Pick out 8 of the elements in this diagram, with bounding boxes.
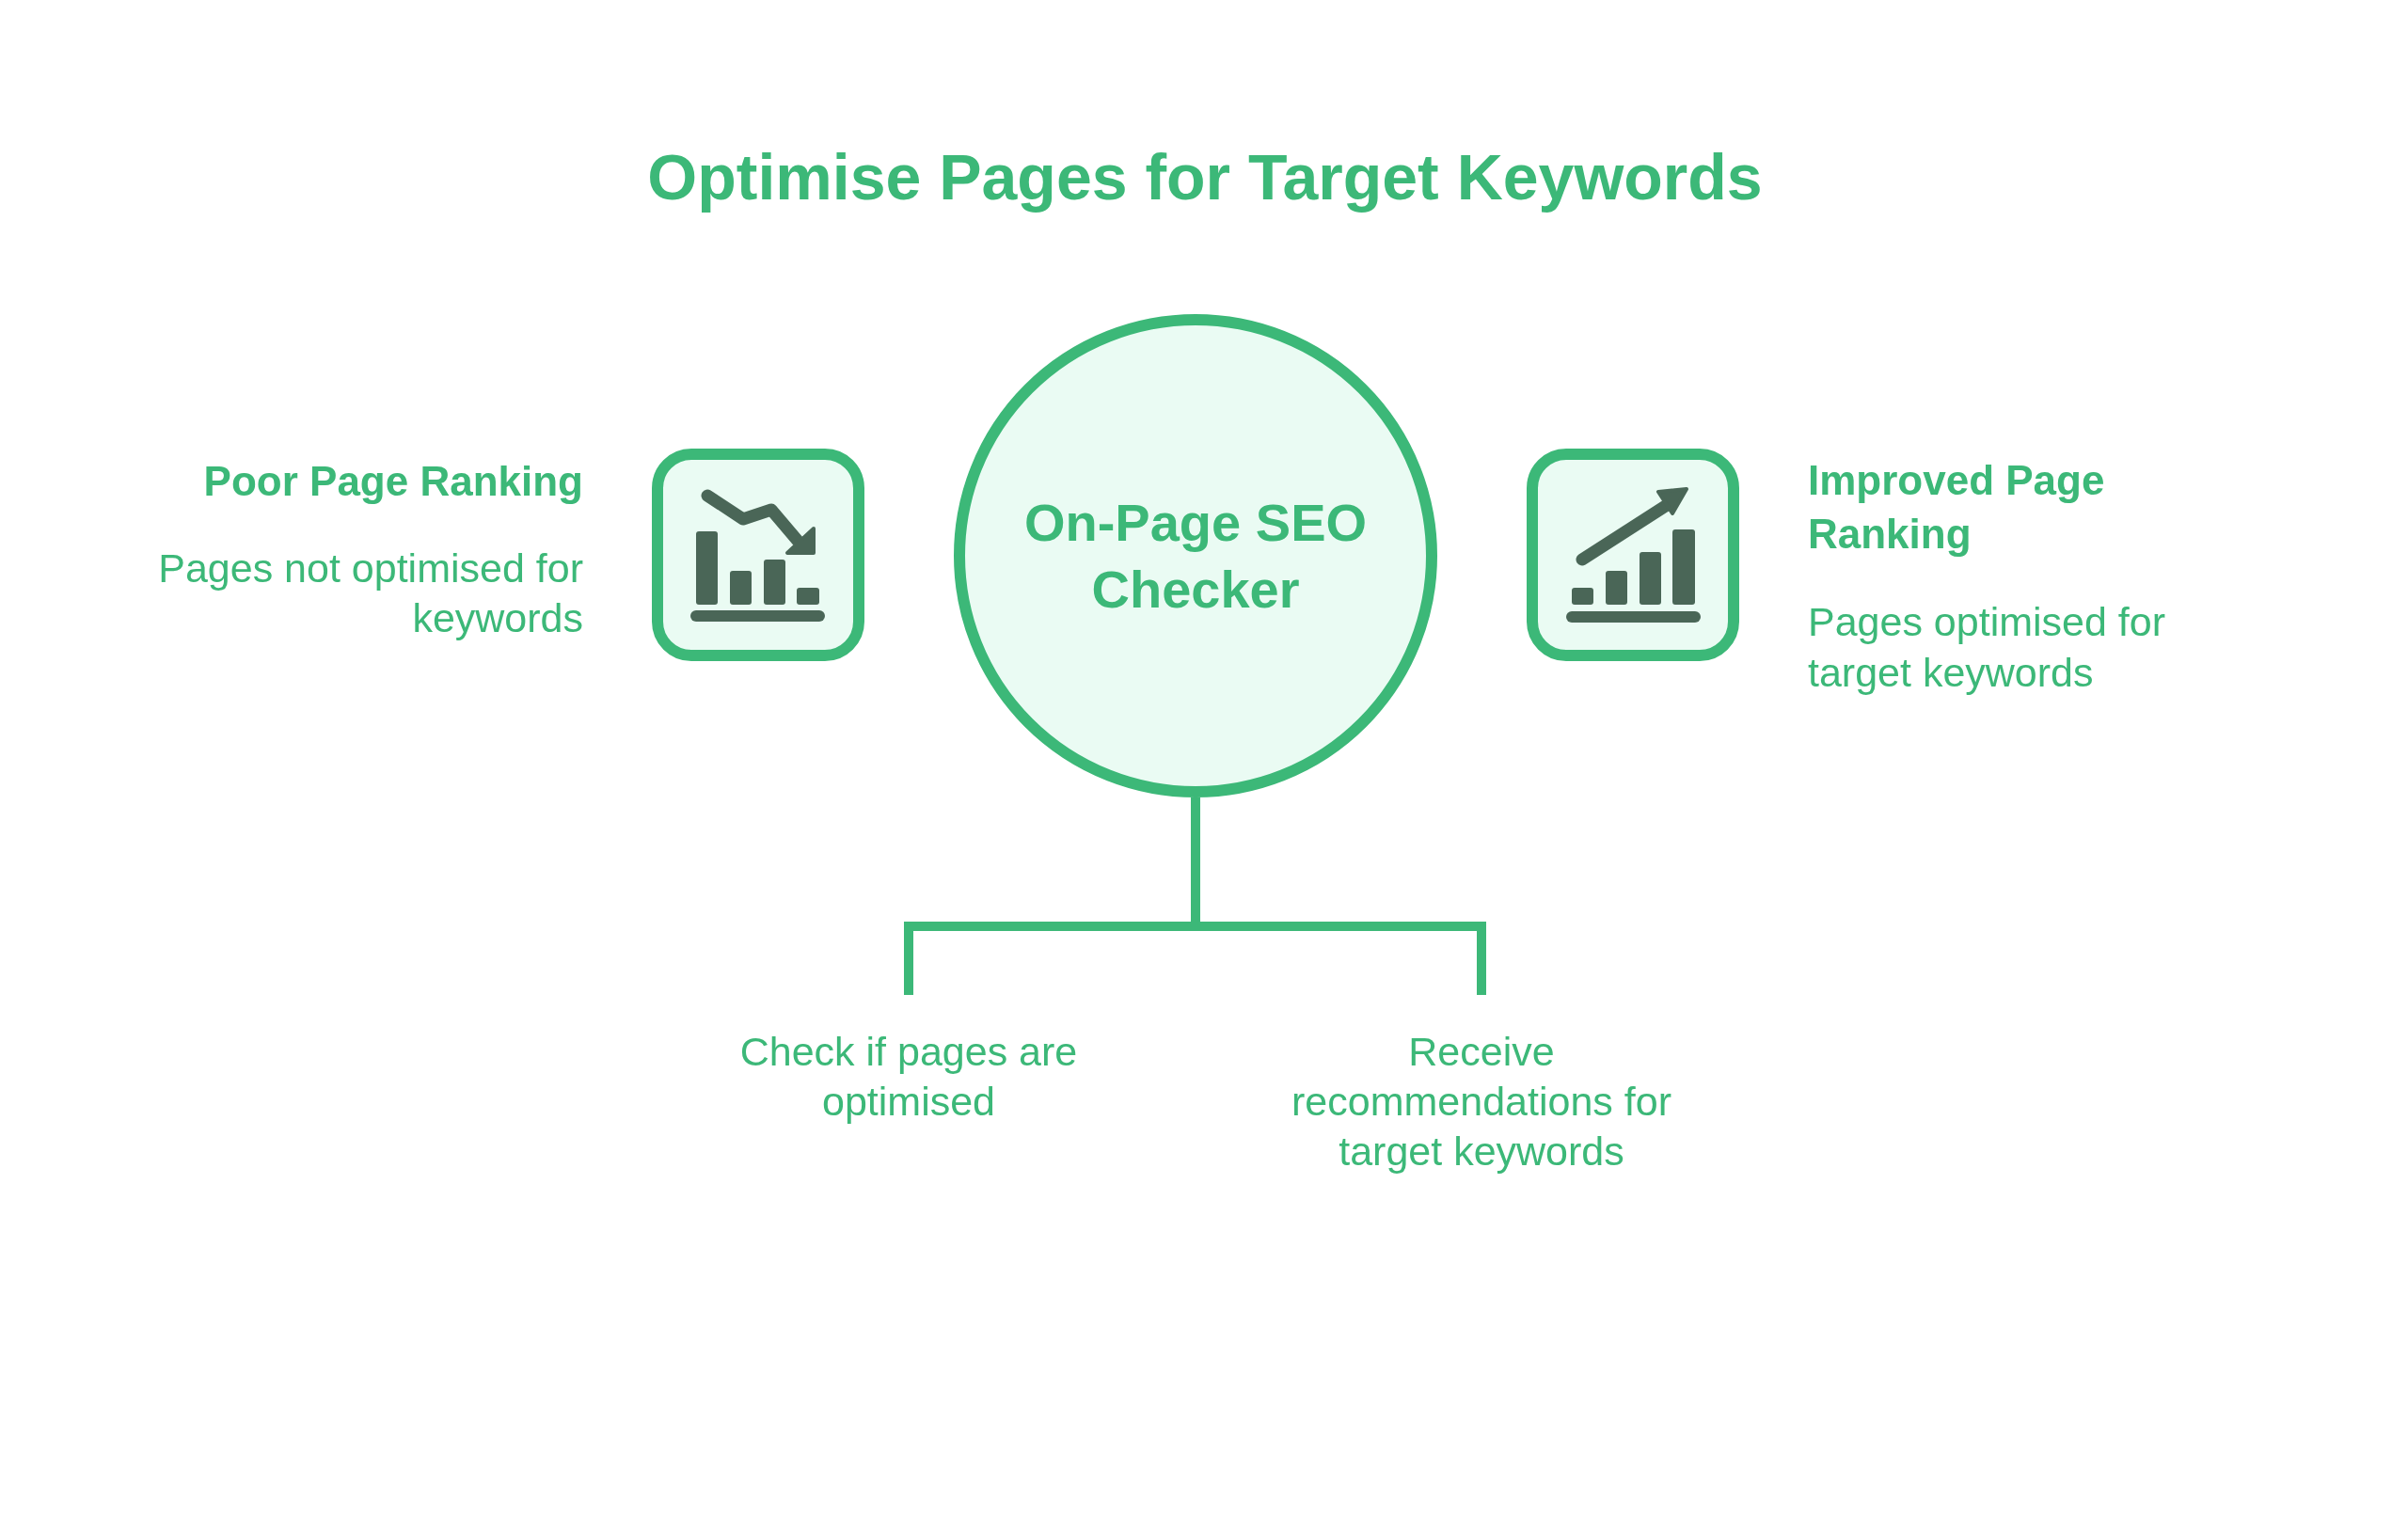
node-label: On-Page SEO Checker	[1022, 492, 1369, 621]
description-text: Pages optimised for target keywords	[1808, 598, 2167, 697]
step-label: Receive recommendations for target keywords	[1291, 995, 1672, 1176]
diagram-title: Optimise Pages for Target Keywords	[646, 140, 1764, 214]
heading-text: Improved Page Ranking	[1808, 456, 2106, 559]
heading-text: Poor Page Ranking	[202, 457, 583, 506]
step-label: Check if pages are optimised	[738, 995, 1079, 1127]
description-text: Pages not optimised for keywords	[157, 544, 583, 642]
